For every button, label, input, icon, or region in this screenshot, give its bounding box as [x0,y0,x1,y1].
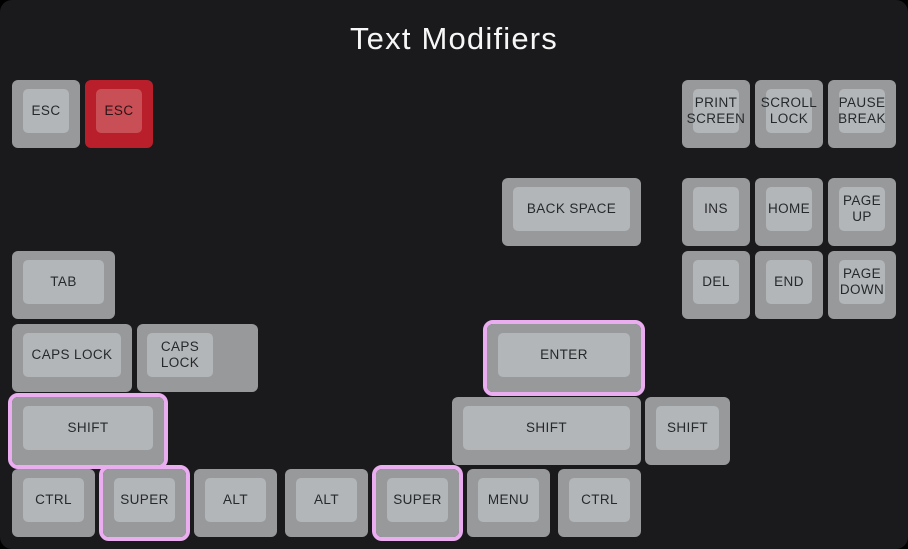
key-shift-right[interactable]: SHIFT [452,397,641,465]
key-alt-left[interactable]: ALT [194,469,277,537]
keycap-surface: END [766,260,812,304]
key-super-left[interactable]: SUPER [99,465,190,541]
keycap-surface: CTRL [23,478,84,522]
keycap-surface: CTRL [569,478,630,522]
key-caps-lock[interactable]: CAPS LOCK [12,324,132,392]
key-label: INS [704,201,728,216]
keycap-surface: ALT [205,478,266,522]
key-label: SUPER [120,492,169,507]
key-label: PAGE [842,266,882,281]
keycap-surface: DEL [693,260,739,304]
key-label: CAPS [160,339,200,354]
key-label: BREAK [838,111,886,126]
key-label: DOWN [839,282,885,297]
keycap-surface: SUPER [387,478,448,522]
key-label: ALT [314,492,339,507]
key-label: CTRL [35,492,72,507]
key-shift-left[interactable]: SHIFT [8,393,168,469]
keycap-surface: SUPER [114,478,175,522]
key-esc[interactable]: ESC [12,80,80,148]
key-shift-small[interactable]: SHIFT [645,397,730,465]
keycap-surface: SHIFT [656,406,719,450]
keycap-surface: ALT [296,478,357,522]
keycap-surface: BACK SPACE [513,187,630,231]
key-label: LOCK [769,111,809,126]
key-label: CAPS LOCK [31,347,113,362]
keycap-surface: ESC [96,89,142,133]
key-label: MENU [487,492,530,507]
key-del[interactable]: DEL [682,251,750,319]
key-label: SCROLL [760,95,818,110]
key-label: PAUSE [838,95,886,110]
key-label: ESC [104,103,134,118]
key-label: SUPER [393,492,442,507]
key-label: SCREEN [686,111,746,126]
keycap-surface: HOME [766,187,812,231]
key-tab[interactable]: TAB [12,251,115,319]
key-label: ALT [223,492,248,507]
keycap-surface: SHIFT [463,406,630,450]
keycap-surface: ESC [23,89,69,133]
key-ctrl-left[interactable]: CTRL [12,469,95,537]
key-label: PAGE [842,193,882,208]
key-label: SHIFT [526,420,567,435]
key-enter[interactable]: ENTER [483,320,645,396]
key-label: SHIFT [67,420,109,435]
key-esc-red[interactable]: ESC [85,80,153,148]
key-label: END [774,274,804,289]
key-label: CTRL [581,492,618,507]
key-super-right[interactable]: SUPER [372,465,463,541]
keycap-surface: CAPS LOCK [23,333,121,377]
key-label: PRINT [694,95,738,110]
key-label: TAB [50,274,77,289]
keycap-surface: TAB [23,260,104,304]
keycap-surface: ENTER [498,333,630,377]
key-ins[interactable]: INS [682,178,750,246]
key-home[interactable]: HOME [755,178,823,246]
key-label: SHIFT [667,420,708,435]
key-label: LOCK [160,355,200,370]
keycap-surface: INS [693,187,739,231]
key-label: DEL [702,274,730,289]
page-title: Text Modifiers [349,21,559,56]
key-back-space[interactable]: BACK SPACE [502,178,641,246]
key-label: ESC [31,103,61,118]
keycap-surface: MENU [478,478,539,522]
key-end[interactable]: END [755,251,823,319]
key-label: HOME [767,201,811,216]
keycap-surface: SHIFT [23,406,153,450]
key-alt-right[interactable]: ALT [285,469,368,537]
key-label: UP [852,209,872,224]
key-label: BACK SPACE [526,201,617,216]
key-menu[interactable]: MENU [467,469,550,537]
key-label: ENTER [540,347,588,362]
key-ctrl-right[interactable]: CTRL [558,469,641,537]
